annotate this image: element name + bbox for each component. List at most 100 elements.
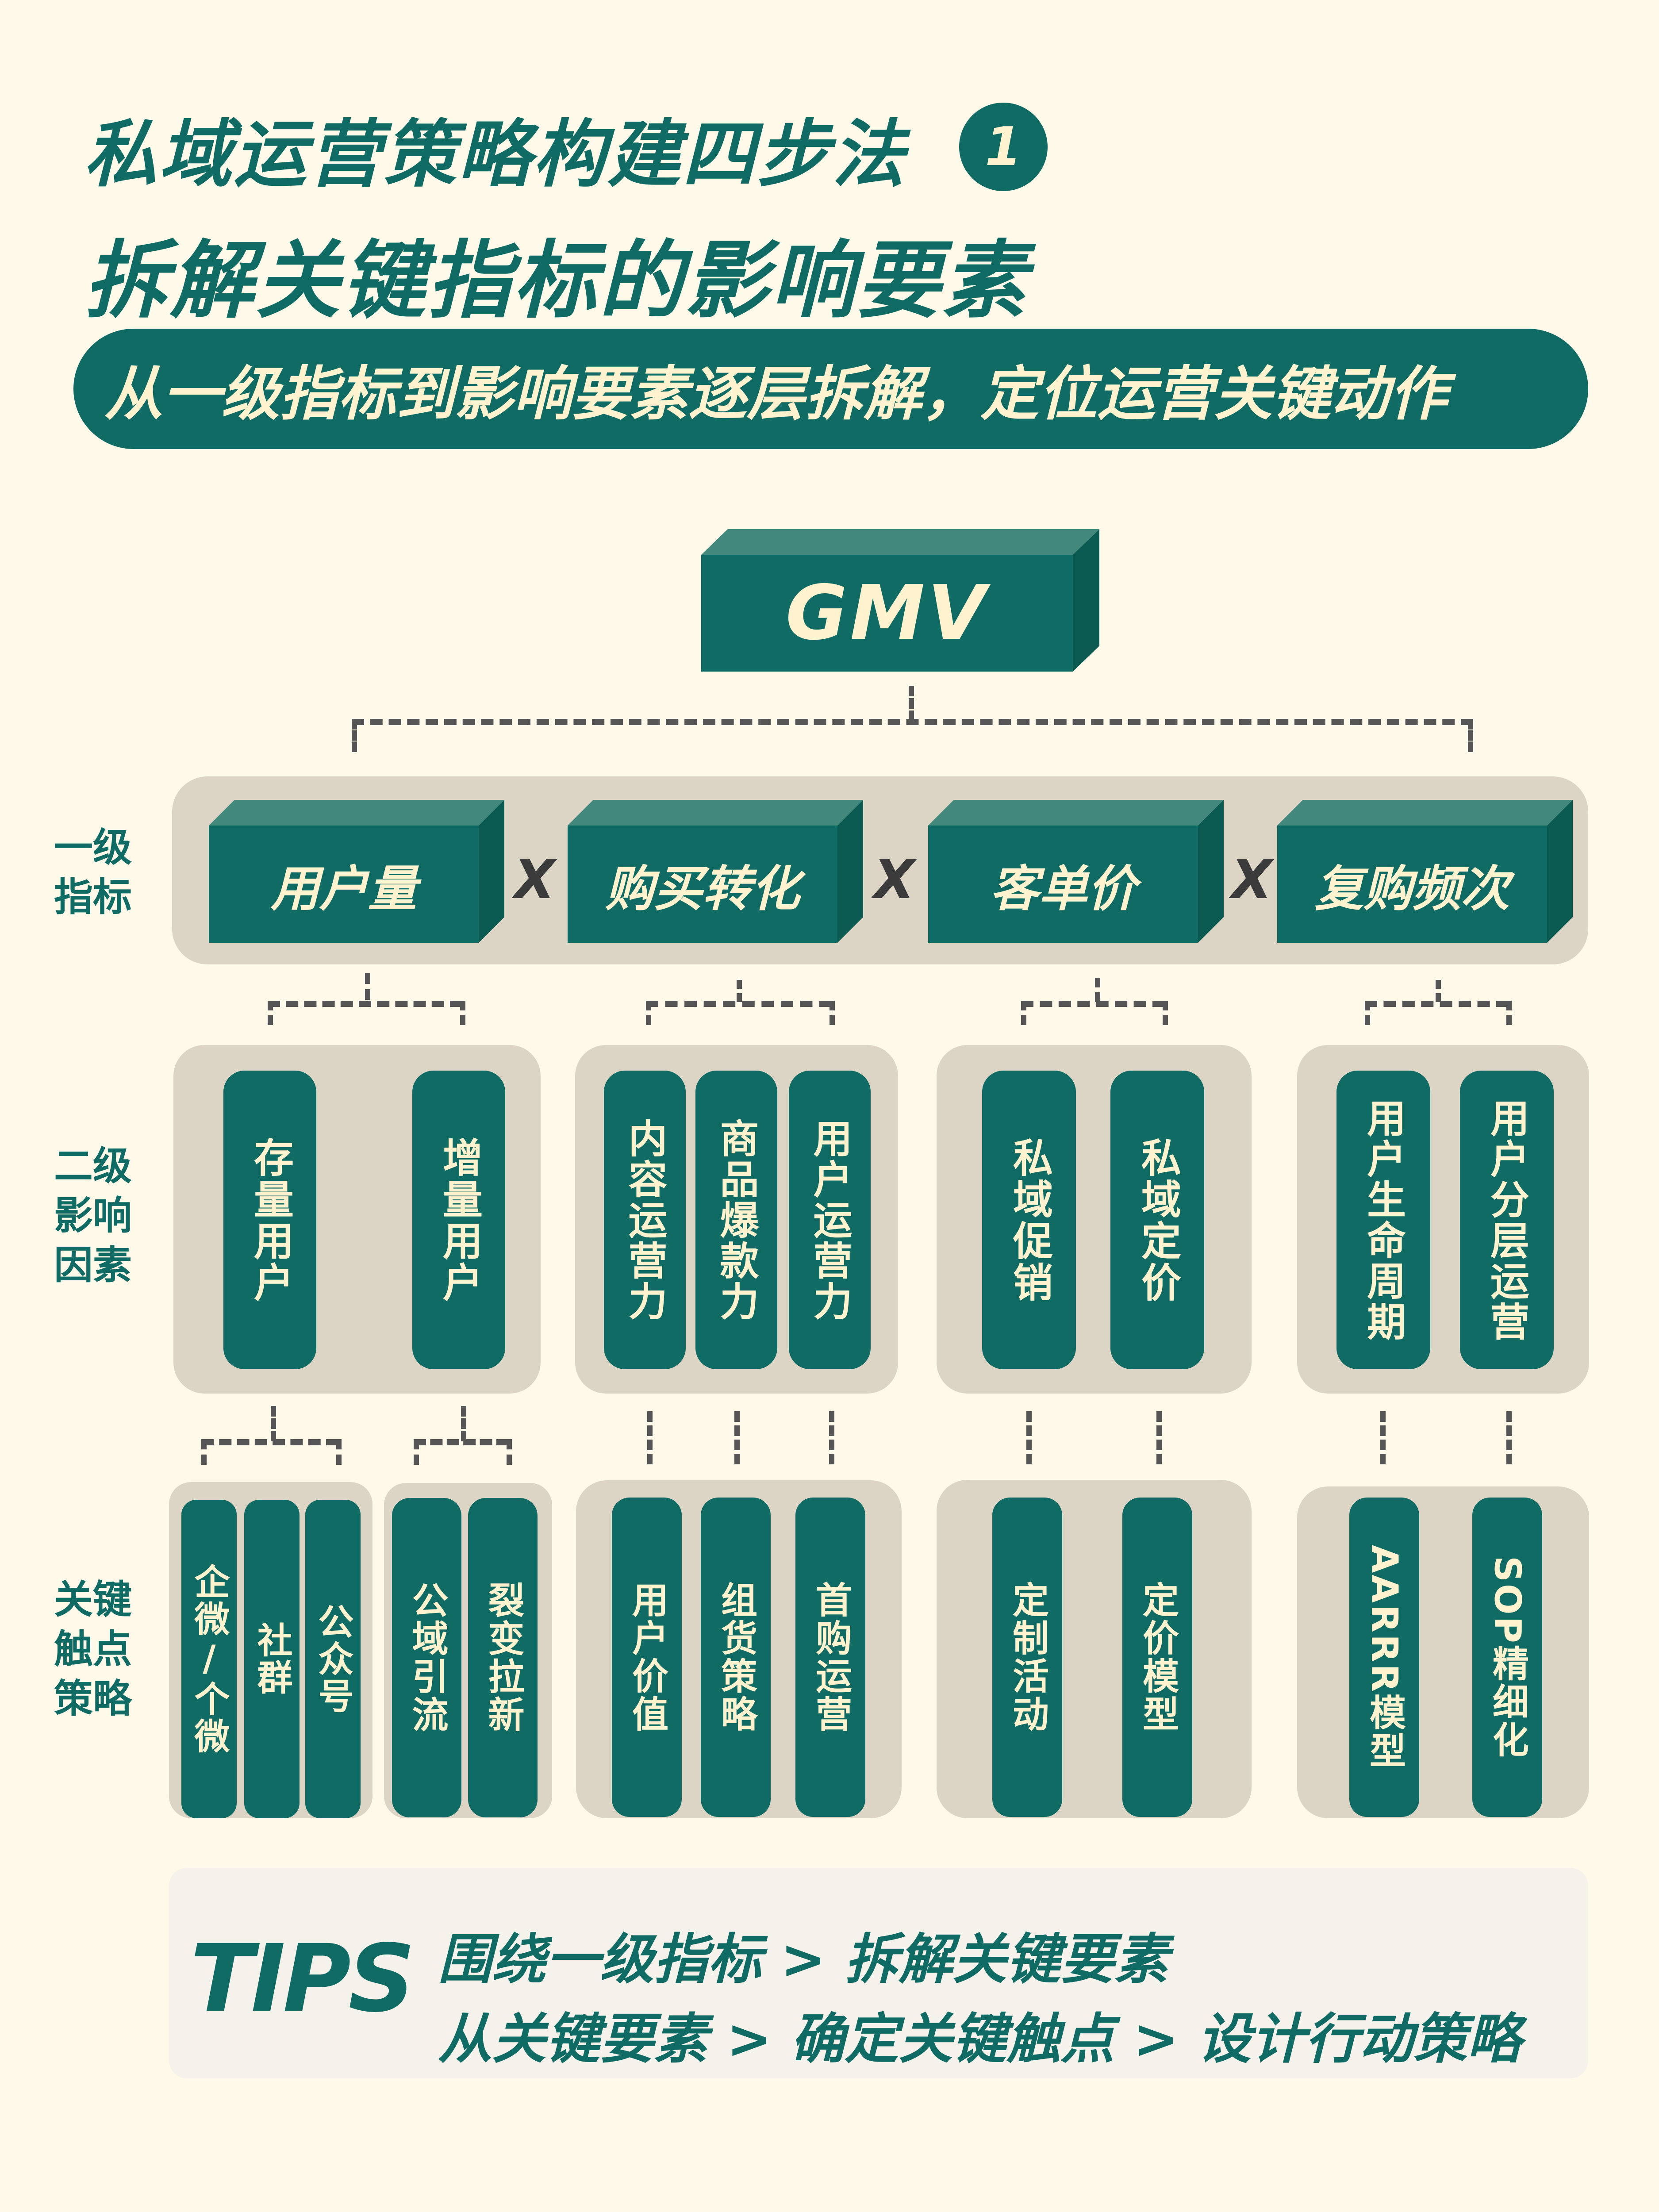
connector (1163, 1001, 1168, 1025)
level2-item-label: 用户运营力 (807, 1118, 853, 1322)
connector (461, 1406, 466, 1441)
level3-item: 社群 (244, 1500, 300, 1818)
level2-item: 商品爆款力 (695, 1071, 777, 1369)
level3-item-label: 企微/个微 (188, 1563, 230, 1755)
level2-item: 用户分层运营 (1460, 1071, 1554, 1369)
multiply-operator: X (514, 849, 555, 911)
connector (646, 1001, 832, 1007)
level3-item: 裂变拉新 (468, 1498, 538, 1817)
level2-item-label: 私域定价 (1134, 1137, 1181, 1303)
connector (352, 719, 1473, 725)
connector (352, 719, 357, 752)
tips-line-2: 从关键要素 > 确定关键触点 > 设计行动策略 (438, 2008, 1521, 2070)
level3-item-label: 组货策略 (714, 1581, 757, 1733)
connector (1021, 1001, 1026, 1025)
row-label-level1: 一级 指标 (54, 825, 132, 920)
level3-item: 用户价值 (612, 1498, 682, 1817)
level2-item: 用户运营力 (789, 1071, 871, 1369)
connector (647, 1411, 653, 1464)
root-node-gmv: GMV (701, 529, 1099, 672)
page-subtitle-heading: 拆解关键指标的影响要素 (84, 232, 1029, 330)
tips-panel (169, 1868, 1588, 2078)
subtitle-banner: 从一级指标到影响要素逐层拆解，定位运营关键动作 (73, 329, 1588, 449)
connector (1468, 719, 1473, 752)
level3-item: 公众号 (305, 1500, 361, 1818)
level2-item-label: 存量用户 (247, 1137, 293, 1303)
level3-item: 定价模型 (1122, 1498, 1192, 1817)
level2-item: 存量用户 (223, 1071, 316, 1369)
level3-panel-repurchase (1297, 1486, 1589, 1818)
level3-item-label: 定价模型 (1136, 1581, 1179, 1733)
tips-label: TIPS (190, 1924, 415, 2033)
page-title: 私域运营策略构建四步法 (84, 112, 906, 197)
level3-item: 首购运营 (795, 1498, 865, 1817)
connector (414, 1439, 509, 1445)
level2-item-label: 用户生命周期 (1360, 1098, 1406, 1342)
connector (1021, 1001, 1165, 1007)
connector (829, 1411, 834, 1464)
connector (507, 1439, 512, 1465)
connector (830, 1001, 835, 1025)
level1-box-purchase-conversion: 购买转化 (568, 800, 863, 943)
level2-item-label: 增量用户 (436, 1137, 482, 1303)
connector (1436, 980, 1441, 1002)
connector (646, 1001, 651, 1025)
connector (268, 1001, 273, 1025)
level3-item: 定制活动 (992, 1498, 1062, 1817)
connector (414, 1439, 419, 1465)
subtitle-text: 从一级指标到影响要素逐层拆解，定位运营关键动作 (104, 360, 1448, 428)
level3-panel-avg-order-value (937, 1480, 1252, 1818)
level3-item: 企微/个微 (181, 1500, 237, 1818)
tips-line-1: 围绕一级指标 > 拆解关键要素 (438, 1928, 1169, 1991)
connector (1026, 1411, 1032, 1464)
level2-item-label: 用户分层运营 (1484, 1098, 1530, 1342)
level3-item-label: 裂变拉新 (482, 1582, 524, 1734)
step-number-badge: 1 (959, 103, 1048, 191)
connector (268, 1001, 462, 1007)
level2-item-label: 商品爆款力 (714, 1118, 759, 1322)
connector (1365, 1001, 1509, 1007)
level2-item: 用户生命周期 (1336, 1071, 1430, 1369)
connector (909, 686, 914, 721)
level1-box-user-count: 用户量 (209, 800, 504, 943)
level3-item-label: SOP精细化 (1486, 1555, 1528, 1759)
level3-item-label: 用户价值 (626, 1581, 668, 1733)
connector (1156, 1411, 1162, 1464)
level2-item: 私域促销 (982, 1071, 1076, 1369)
multiply-operator: X (874, 849, 915, 911)
level3-item-label: 首购运营 (809, 1581, 852, 1733)
connector (737, 980, 742, 1002)
connector (201, 1439, 338, 1445)
level3-item: SOP精细化 (1472, 1498, 1542, 1817)
level1-box-repurchase-frequency: 复购频次 (1277, 800, 1573, 943)
row-label-level2: 二级 影响 因素 (54, 1143, 132, 1288)
connector (336, 1439, 342, 1465)
level2-item-label: 内容运营力 (622, 1118, 668, 1322)
level3-item: AARRR模型 (1349, 1498, 1419, 1817)
connector (201, 1439, 207, 1465)
level3-item: 公域引流 (392, 1498, 461, 1817)
connector (1506, 1001, 1512, 1025)
level2-item: 增量用户 (412, 1071, 505, 1369)
connector (460, 1001, 465, 1025)
connector (1506, 1411, 1512, 1464)
level3-item-label: 公域引流 (406, 1582, 448, 1734)
row-label-level3: 关键 触点 策略 (54, 1577, 132, 1721)
level3-item-label: 公众号 (312, 1603, 354, 1715)
level2-item: 内容运营力 (604, 1071, 686, 1369)
level1-box-avg-order-value: 客单价 (928, 800, 1224, 943)
level2-item-label: 私域促销 (1006, 1137, 1052, 1303)
connector (1095, 978, 1100, 1002)
connector (1380, 1411, 1386, 1464)
connector (734, 1411, 740, 1464)
root-label: GMV (701, 555, 1073, 672)
level3-item-label: 定制活动 (1006, 1581, 1048, 1733)
multiply-operator: X (1231, 849, 1272, 911)
connector (271, 1406, 276, 1441)
level2-item: 私域定价 (1110, 1071, 1204, 1369)
connector (1365, 1001, 1370, 1025)
connector (365, 973, 370, 1000)
level3-item-label: AARRR模型 (1363, 1544, 1406, 1770)
level3-item: 组货策略 (701, 1498, 771, 1817)
level3-item-label: 社群 (251, 1622, 293, 1696)
